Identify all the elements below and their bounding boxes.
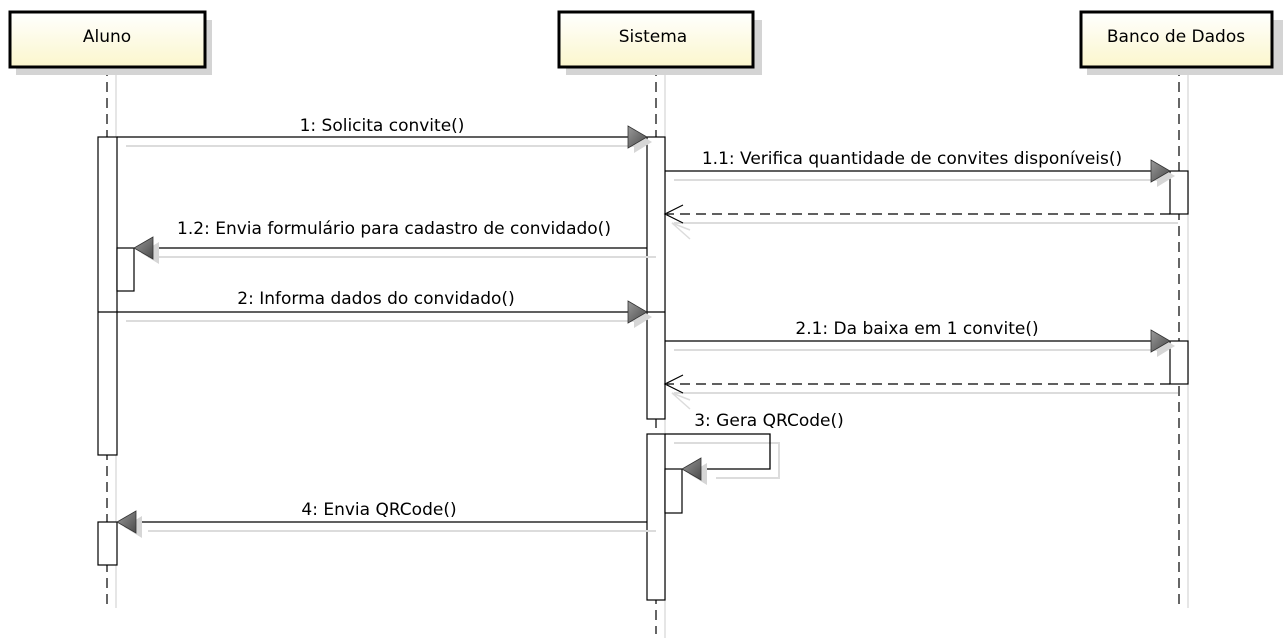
message-3: 3: Gera QRCode(): [665, 411, 844, 485]
participant-banco: Banco de Dados: [1079, 10, 1283, 75]
message-1-2-label: 1.2: Envia formulário para cadastro de c…: [177, 219, 611, 239]
participant-aluno: Aluno: [8, 10, 212, 75]
message-2-1-label: 2.1: Da baixa em 1 convite(): [795, 319, 1038, 339]
activation-sistema-self: [664, 468, 683, 514]
message-4: 4: Envia QRCode(): [116, 500, 656, 538]
arrowhead-icon: [627, 300, 648, 324]
activations: [97, 136, 1189, 601]
arrowhead-icon: [1150, 159, 1171, 183]
message-3-label: 3: Gera QRCode(): [694, 411, 844, 431]
open-arrowhead-icon: [663, 374, 684, 394]
message-1-1: 1.1: Verifica quantidade de convites dis…: [665, 149, 1175, 187]
activation-banco-1: [1169, 170, 1189, 215]
activation-sistema-1: [646, 136, 666, 420]
arrowhead-icon: [116, 510, 137, 534]
message-2-1: 2.1: Da baixa em 1 convite(): [665, 319, 1175, 357]
participant-sistema: Sistema: [557, 10, 762, 75]
message-1-1-label: 1.1: Verifica quantidade de convites dis…: [702, 149, 1122, 169]
arrowhead-icon: [681, 457, 702, 481]
participant-banco-label: Banco de Dados: [1107, 27, 1245, 47]
message-1: 1: Solicita convite(): [117, 116, 652, 153]
activation-banco-2: [1169, 340, 1189, 385]
participant-sistema-label: Sistema: [619, 27, 687, 47]
activation-aluno-nested: [116, 247, 135, 292]
return-2-1: [663, 374, 1178, 410]
message-1-label: 1: Solicita convite(): [300, 116, 465, 136]
arrowhead-icon: [627, 125, 648, 149]
message-2: 2: Informa dados do convidado(): [117, 289, 652, 328]
message-4-label: 4: Envia QRCode(): [301, 500, 456, 520]
message-1-2: 1.2: Envia formulário para cadastro de c…: [133, 219, 656, 264]
activation-aluno-1: [97, 136, 118, 456]
return-1-1: [663, 204, 1178, 240]
participant-aluno-label: Aluno: [83, 27, 131, 47]
open-arrowhead-icon: [663, 204, 684, 224]
message-2-label: 2: Informa dados do convidado(): [237, 289, 514, 309]
arrowhead-icon: [133, 236, 154, 260]
activation-sistema-2: [646, 433, 666, 601]
arrowhead-icon: [1150, 329, 1171, 353]
activation-aluno-2: [97, 521, 118, 566]
